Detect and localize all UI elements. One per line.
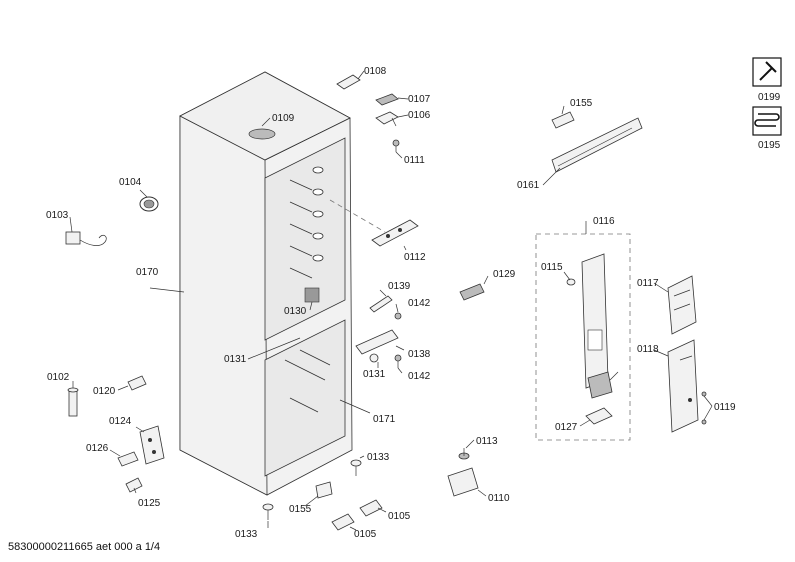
part-0104 <box>139 196 159 212</box>
part-0155 <box>315 481 333 499</box>
label-0117: 0117 <box>637 278 659 289</box>
label-0195: 0195 <box>758 140 781 151</box>
part-0116-assembly <box>581 253 619 399</box>
part-0106 <box>375 111 399 127</box>
label-0131: 0131 <box>224 354 247 365</box>
label-0106: 0106 <box>408 110 431 121</box>
part-0161 <box>551 117 643 173</box>
label-0130: 0130 <box>284 306 307 317</box>
part-0118 <box>667 339 699 433</box>
part-0125 <box>125 477 143 493</box>
part-0112 <box>371 219 419 247</box>
part-0131 <box>369 353 379 363</box>
label-0102: 0102 <box>47 372 70 383</box>
label-0108: 0108 <box>364 66 387 77</box>
label-0105-b: 0105 <box>354 529 377 540</box>
part-0108 <box>336 74 361 90</box>
part-0155-top <box>551 111 575 129</box>
part-0102 <box>67 387 79 417</box>
fridge-cabinet <box>179 71 353 496</box>
part-0133a <box>350 459 362 476</box>
label-0116: 0116 <box>593 216 615 227</box>
part-0115 <box>566 278 576 286</box>
label-0171: 0171 <box>373 414 396 425</box>
part-0105b <box>331 513 355 531</box>
label-0105: 0105 <box>388 511 411 522</box>
label-0139: 0139 <box>388 281 411 292</box>
part-0119 <box>701 391 707 425</box>
label-0170: 0170 <box>136 267 159 278</box>
label-0126: 0126 <box>86 443 109 454</box>
label-0142: 0142 <box>408 298 431 309</box>
label-0138: 0138 <box>408 349 431 360</box>
label-0120: 0120 <box>93 386 116 397</box>
label-0124: 0124 <box>109 416 132 427</box>
label-0142-b: 0142 <box>408 371 431 382</box>
label-0109: 0109 <box>272 113 295 124</box>
part-0103 <box>65 231 107 246</box>
part-0117 <box>667 275 697 335</box>
part-0124 <box>139 425 165 465</box>
label-0133: 0133 <box>367 452 390 463</box>
label-0199: 0199 <box>758 92 781 103</box>
label-0133-b: 0133 <box>235 529 258 540</box>
assembly-box-0116 <box>535 233 631 441</box>
part-0133b <box>262 503 274 520</box>
tool-icon <box>752 57 782 87</box>
label-0125: 0125 <box>138 498 161 509</box>
document-footer: 58300000211665 aet 000 a 1/4 <box>8 541 161 553</box>
part-0126 <box>117 451 139 467</box>
label-0129: 0129 <box>493 269 516 280</box>
label-0111: 0111 <box>404 155 425 166</box>
part-labels: 0108 0107 0106 0109 0111 0104 0103 0170 … <box>46 66 781 540</box>
part-0111 <box>392 139 400 152</box>
label-0155: 0155 <box>289 504 312 515</box>
label-0127: 0127 <box>555 422 578 433</box>
label-0155-b: 0155 <box>570 98 593 109</box>
label-0119: 0119 <box>714 402 736 413</box>
part-0142b <box>394 354 402 368</box>
part-0120 <box>127 375 147 391</box>
label-0131-b: 0131 <box>363 369 386 380</box>
label-0112: 0112 <box>404 252 426 263</box>
label-0107: 0107 <box>408 94 431 105</box>
leader-lines <box>69 70 713 531</box>
coil-icon <box>752 106 782 136</box>
label-0113: 0113 <box>476 436 498 447</box>
part-0142a <box>394 312 402 320</box>
part-0129 <box>459 283 485 301</box>
label-0104: 0104 <box>119 177 142 188</box>
part-0105a <box>359 499 383 517</box>
part-0139 <box>369 295 393 313</box>
projection-line <box>329 199 386 233</box>
part-0138 <box>355 329 399 355</box>
part-0113 <box>458 448 470 460</box>
label-0161: 0161 <box>517 180 540 191</box>
label-0103: 0103 <box>46 210 69 221</box>
part-0127 <box>585 407 613 425</box>
label-0118: 0118 <box>637 344 659 355</box>
part-0110 <box>447 467 479 497</box>
label-0110: 0110 <box>488 493 510 504</box>
label-0115: 0115 <box>541 262 563 273</box>
part-0107 <box>375 93 399 106</box>
